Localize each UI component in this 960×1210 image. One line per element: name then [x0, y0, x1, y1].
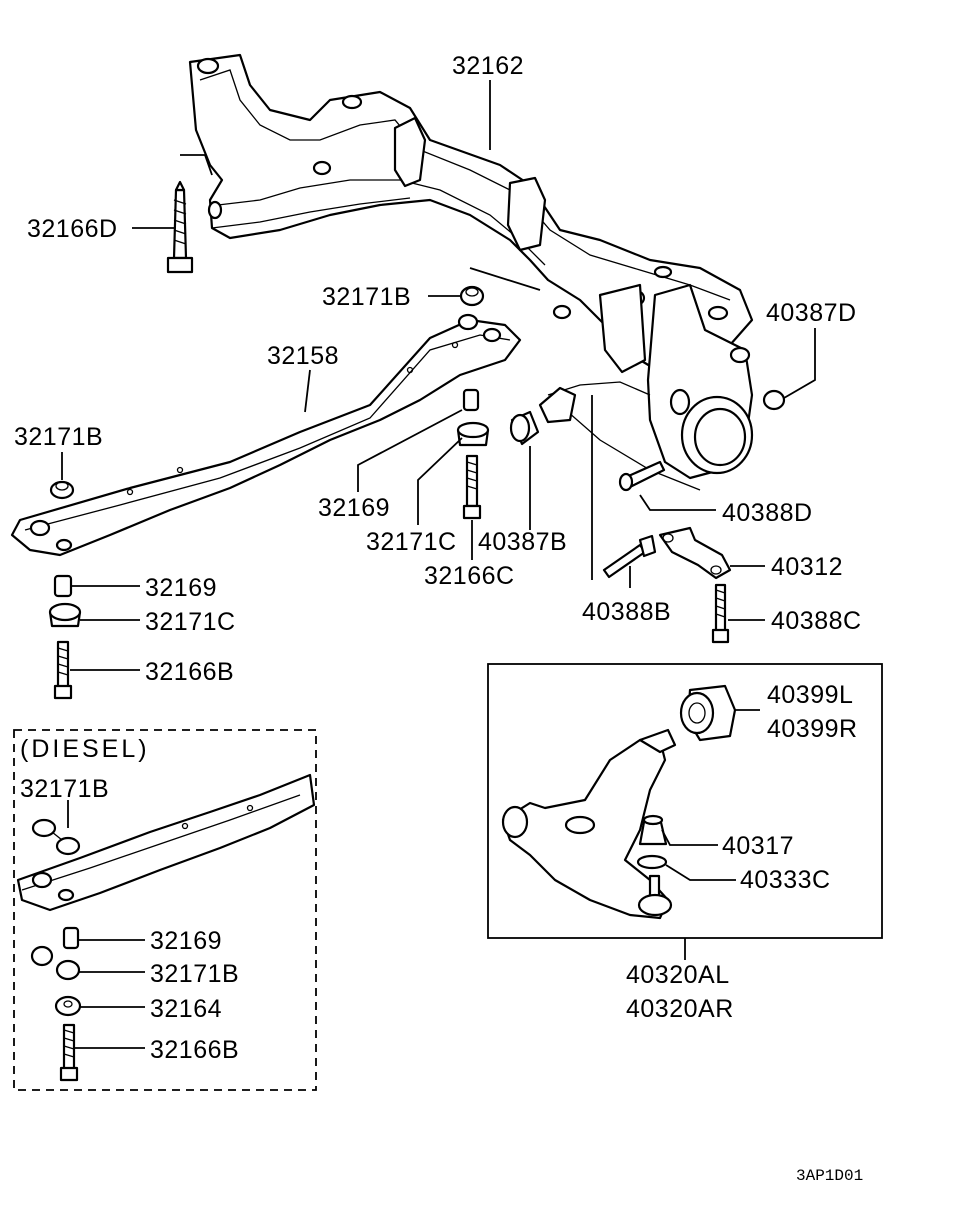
- label-32166C: 32166C: [424, 562, 515, 590]
- nut-32171B-left: [49, 480, 75, 500]
- label-32171B-top: 32171B: [322, 283, 411, 311]
- label-32166D: 32166D: [27, 215, 118, 243]
- diesel-nut-32171B-low: [30, 945, 81, 981]
- label-32169-left: 32169: [145, 574, 217, 602]
- part-labels: 32162 32166D 32171B 32158 32171B 32169 3…: [14, 52, 863, 1185]
- label-32162: 32162: [452, 52, 524, 80]
- diesel-spacer-32169: [62, 926, 80, 950]
- label-40387D: 40387D: [766, 299, 857, 327]
- label-32166B-left: 32166B: [145, 658, 234, 686]
- label-40317: 40317: [722, 832, 794, 860]
- label-diesel-32171B-top: 32171B: [20, 775, 109, 803]
- bushing-32171C-left: [48, 602, 82, 628]
- label-40312: 40312: [771, 553, 843, 581]
- bolt-40388B: [602, 534, 657, 579]
- bushing-32171C-mid: [456, 421, 490, 447]
- label-diesel-32164: 32164: [150, 995, 222, 1023]
- bushing-40399: [679, 684, 737, 742]
- label-32171B-left: 32171B: [14, 423, 103, 451]
- boot-40317: [638, 814, 668, 846]
- bolt-32166B-left: [53, 640, 73, 700]
- label-32158: 32158: [267, 342, 339, 370]
- label-40388C: 40388C: [771, 607, 862, 635]
- diesel-rail: [16, 773, 316, 912]
- spacer-32169-mid: [462, 388, 480, 412]
- steering-knuckle: [538, 283, 754, 491]
- label-diesel-32171B-low: 32171B: [150, 960, 239, 988]
- diesel-bolt-32166B: [59, 1023, 79, 1082]
- figure-code: 3AP1D01: [796, 1167, 863, 1185]
- nut-40387D: [762, 389, 786, 411]
- lower-arm-40320: [501, 728, 677, 920]
- label-40399L: 40399L: [767, 681, 853, 709]
- bolt-32166D: [166, 180, 194, 274]
- ring-40333C: [636, 854, 668, 870]
- crossmember-32162: [188, 53, 754, 374]
- spacer-32169-left: [53, 574, 73, 598]
- balljoint-stud: [637, 874, 673, 917]
- label-40387B: 40387B: [478, 528, 567, 556]
- leader-lines: [61, 80, 816, 1049]
- bolt-40388C: [711, 583, 730, 644]
- diesel-washer-32164: [54, 995, 82, 1017]
- bolt-32166C: [462, 454, 482, 520]
- label-40333C: 40333C: [740, 866, 831, 894]
- diesel-box: [13, 729, 317, 1091]
- label-diesel-title: (DIESEL): [20, 735, 150, 763]
- label-40320AL: 40320AL: [626, 961, 730, 989]
- label-32171C-mid: 32171C: [366, 528, 457, 556]
- bracket-40312: [658, 526, 732, 580]
- label-40320AR: 40320AR: [626, 995, 734, 1023]
- label-diesel-32166B: 32166B: [150, 1036, 239, 1064]
- label-40388D: 40388D: [722, 499, 813, 527]
- label-32169-mid: 32169: [318, 494, 390, 522]
- label-diesel-32169: 32169: [150, 927, 222, 955]
- rail-32158: [10, 313, 522, 557]
- diesel-nut-32171B-top: [31, 818, 81, 856]
- bolt-40388D: [618, 460, 666, 492]
- label-40388B: 40388B: [582, 598, 671, 626]
- label-32171C-left: 32171C: [145, 608, 236, 636]
- bushing-40387B: [509, 410, 540, 446]
- label-40399R: 40399R: [767, 715, 858, 743]
- nut-32171B-top: [459, 285, 485, 307]
